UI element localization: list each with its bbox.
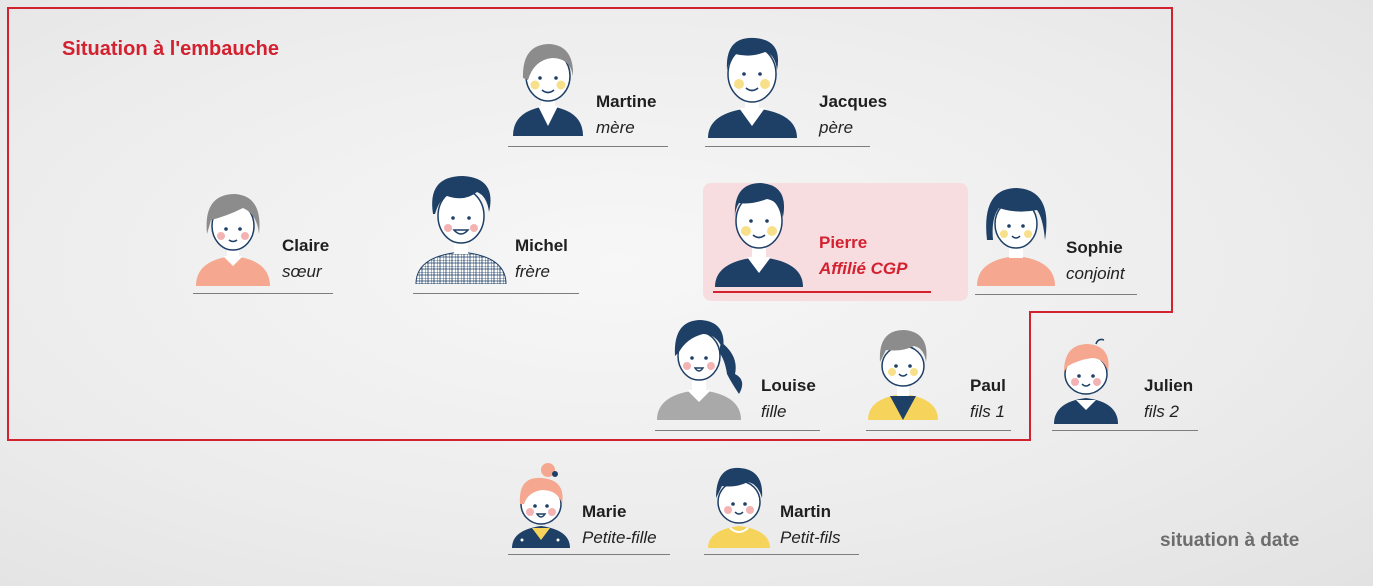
jacques-avatar-icon xyxy=(708,37,797,138)
person-claire: Claire sœur xyxy=(193,180,333,298)
person-role: frère xyxy=(515,262,550,281)
date-situation-label: situation à date xyxy=(1160,530,1300,551)
person-pierre: Pierre Affilié CGP xyxy=(713,175,931,299)
marie-avatar-icon xyxy=(512,463,570,548)
person-name: Jacques xyxy=(819,92,888,111)
person-paul: Paul fils 1 xyxy=(866,322,1011,432)
person-martine: Martine mère xyxy=(508,30,668,148)
claire-avatar-icon xyxy=(196,194,270,286)
person-role: conjoint xyxy=(1066,264,1125,283)
pierre-avatar-icon xyxy=(715,183,803,287)
person-name: Claire xyxy=(282,236,330,255)
martin-avatar-icon xyxy=(708,467,770,548)
person-name: Paul xyxy=(970,376,1006,395)
person-underline xyxy=(508,554,670,555)
person-julien: Julien fils 2 xyxy=(1052,336,1198,432)
person-role: sœur xyxy=(282,262,322,281)
louise-avatar-icon xyxy=(657,320,743,420)
person-marie: Marie Petite-fille xyxy=(508,460,670,556)
julien-avatar-icon xyxy=(1054,338,1118,424)
person-jacques: Jacques père xyxy=(705,30,887,148)
person-underline xyxy=(866,430,1011,431)
person-role: mère xyxy=(596,118,635,137)
person-underline xyxy=(1052,430,1198,431)
person-michel: Michel frère xyxy=(413,170,579,294)
person-role: Affilié CGP xyxy=(819,259,908,278)
person-name: Sophie xyxy=(1066,238,1123,257)
person-name: Pierre xyxy=(819,233,868,252)
person-underline xyxy=(705,146,870,147)
person-underline xyxy=(413,293,579,294)
person-underline xyxy=(704,554,859,555)
person-louise: Louise fille xyxy=(655,312,820,432)
person-underline xyxy=(713,291,931,293)
person-role: fille xyxy=(761,402,787,421)
person-role: fils 1 xyxy=(970,402,1005,421)
person-martin: Martin Petit-fils xyxy=(704,460,859,556)
person-name: Martine xyxy=(596,92,657,111)
person-name: Louise xyxy=(761,376,816,395)
person-role: Petite-fille xyxy=(582,528,657,547)
person-underline xyxy=(193,293,333,294)
martine-avatar-icon xyxy=(513,44,583,136)
person-role: père xyxy=(819,118,854,137)
person-underline xyxy=(655,430,820,431)
embauche-title: Situation à l'embauche xyxy=(62,38,280,60)
sophie-avatar-icon xyxy=(977,188,1055,286)
michel-avatar-icon xyxy=(415,176,507,284)
person-role: fils 2 xyxy=(1144,402,1179,421)
person-name: Martin xyxy=(780,502,831,521)
person-underline xyxy=(508,146,668,147)
person-name: Julien xyxy=(1144,376,1194,395)
person-name: Michel xyxy=(515,236,568,255)
person-name: Marie xyxy=(582,502,627,521)
person-role: Petit-fils xyxy=(780,528,841,547)
paul-avatar-icon xyxy=(868,330,938,420)
person-sophie: Sophie conjoint xyxy=(975,178,1137,298)
person-underline xyxy=(975,294,1137,295)
